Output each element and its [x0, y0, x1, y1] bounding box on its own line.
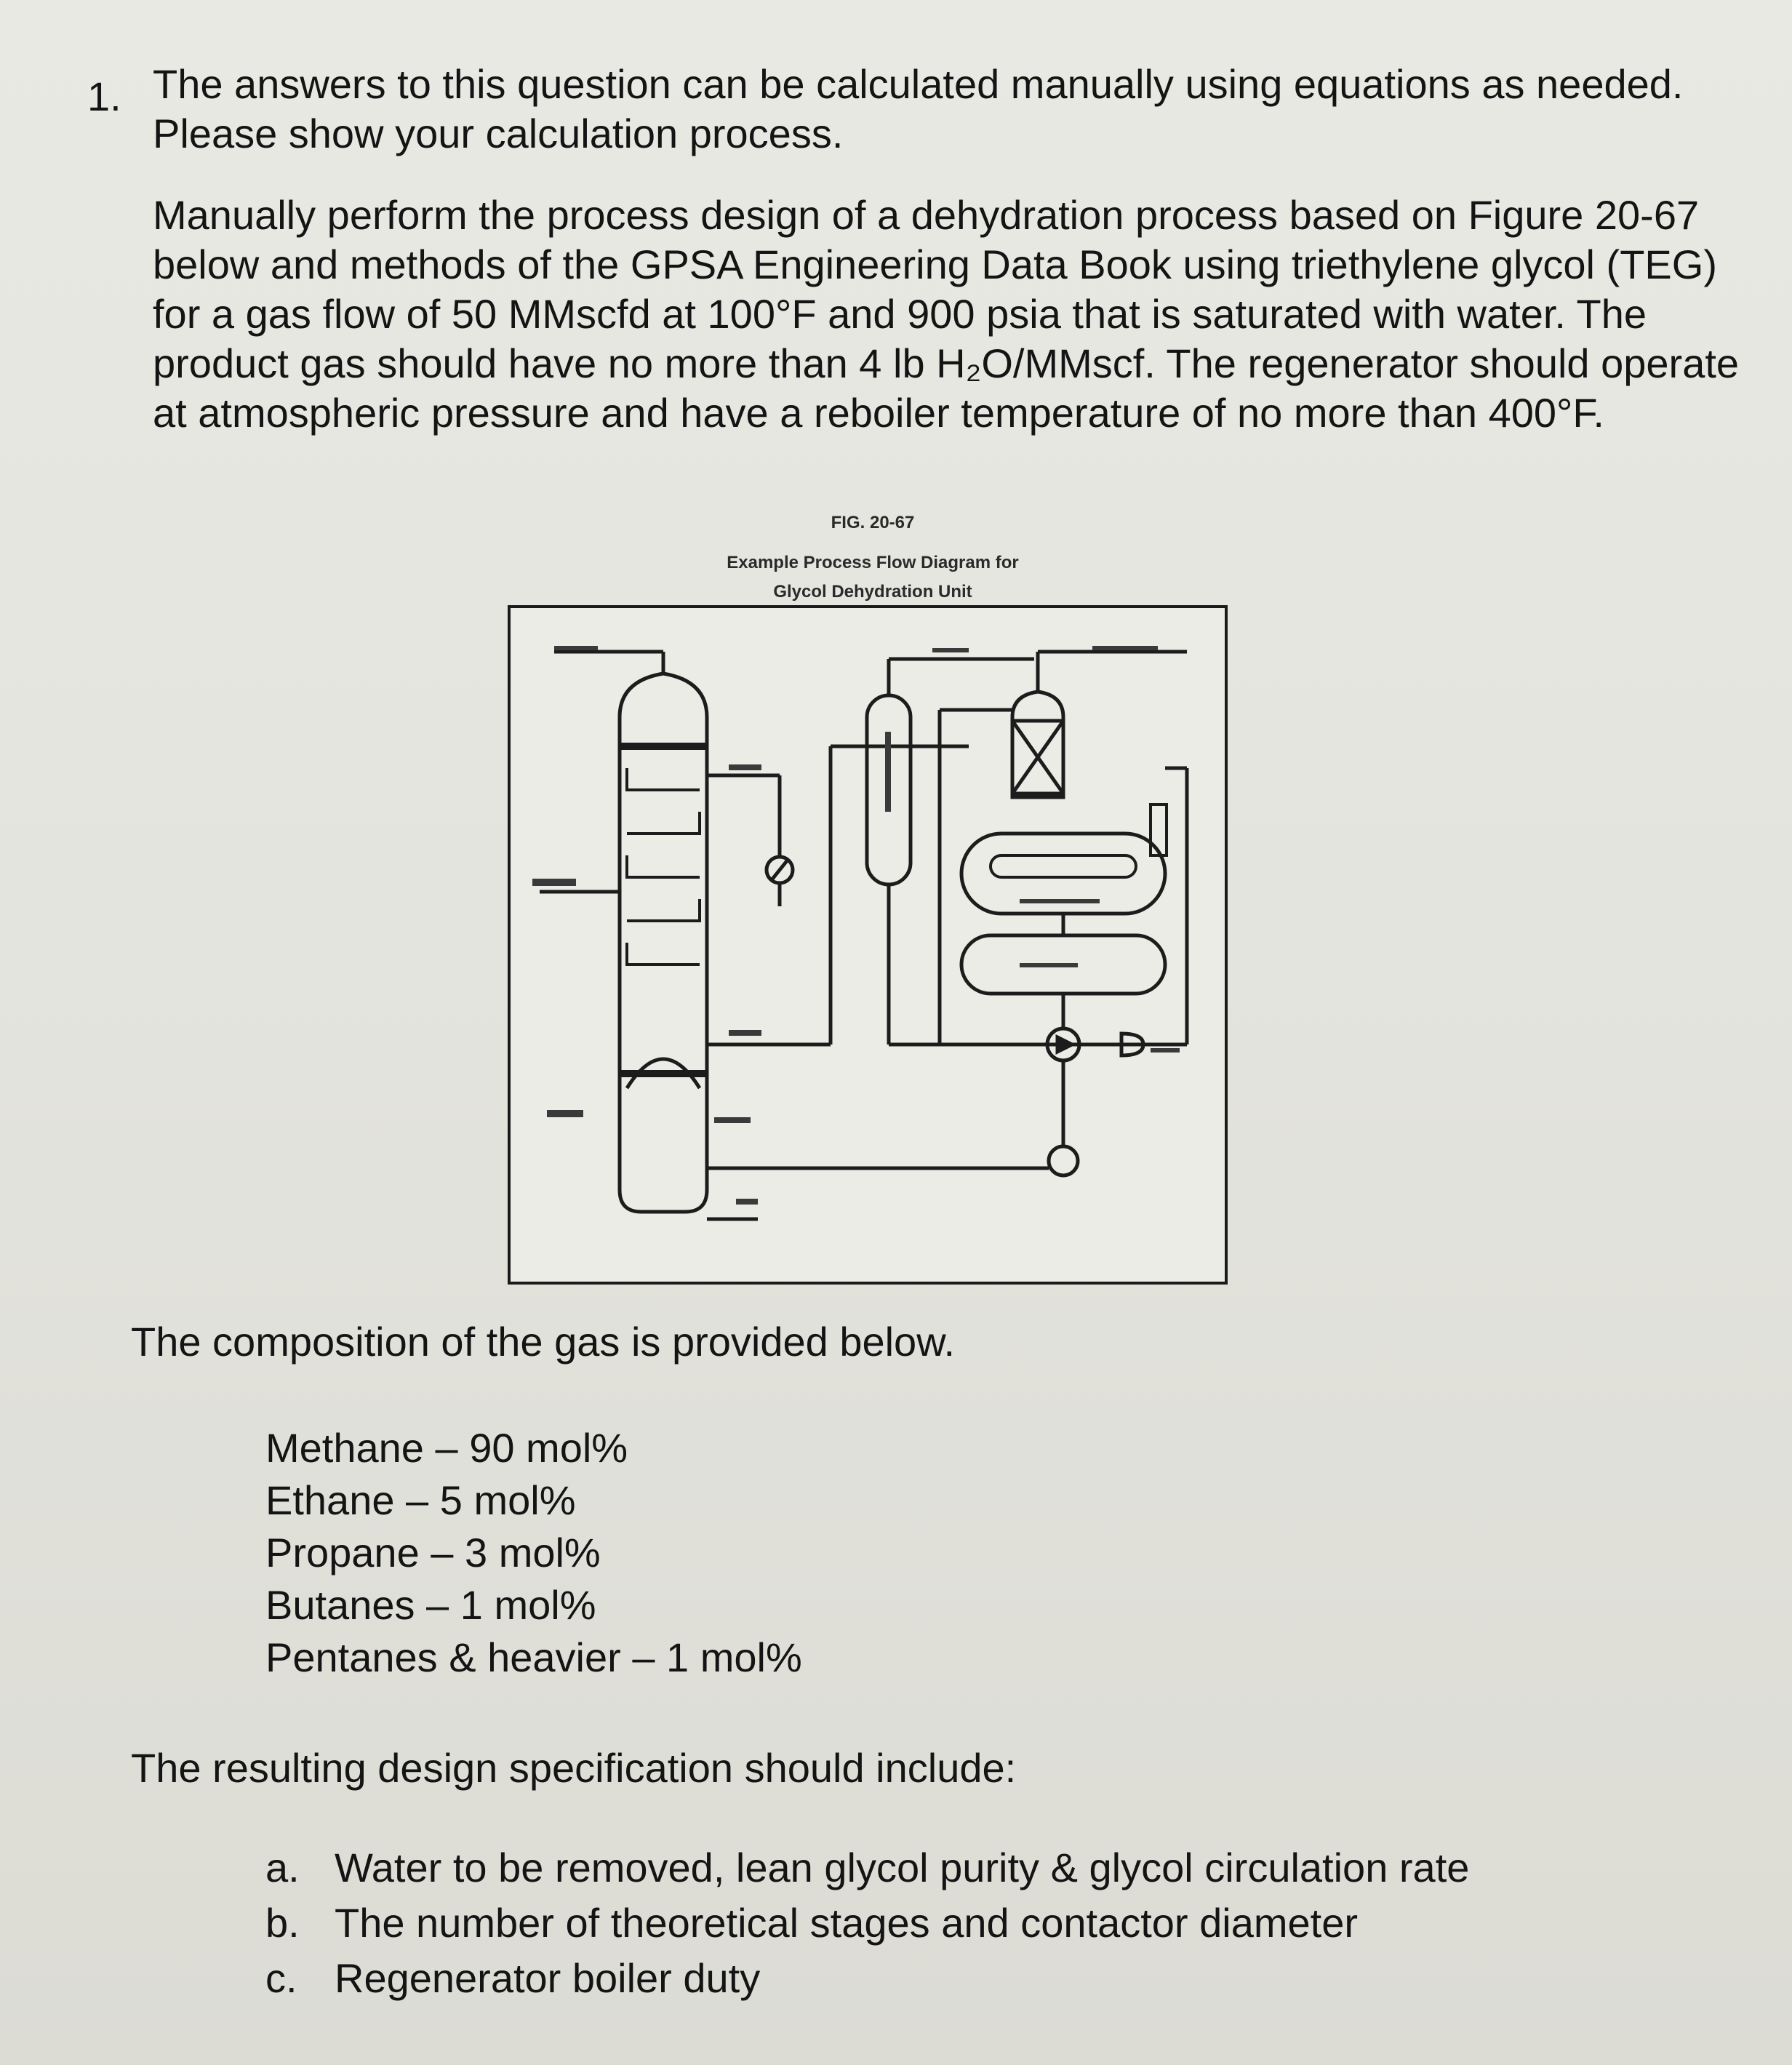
- contactor-trays: [625, 768, 701, 966]
- item-text: The number of theoretical stages and con…: [335, 1900, 1358, 1946]
- process-flow-diagram: [508, 605, 1228, 1285]
- figure-title: Example Process Flow Diagram for: [727, 553, 1019, 572]
- list-item: Propane – 3 mol%: [265, 1530, 601, 1575]
- question-task: Manually perform the process design of a…: [153, 192, 1740, 436]
- composition-heading: The composition of the gas is provided b…: [131, 1319, 956, 1365]
- item-text: Regenerator boiler duty: [335, 1955, 761, 2001]
- list-item: a. Water to be removed, lean glycol puri…: [265, 1840, 1469, 1896]
- item-text: Water to be removed, lean glycol purity …: [335, 1845, 1470, 1890]
- list-item: c. Regenerator boiler duty: [265, 1951, 1469, 2006]
- list-item: Ethane – 5 mol%: [265, 1477, 576, 1523]
- list-item: b. The number of theoretical stages and …: [265, 1896, 1469, 1951]
- list-item: Butanes – 1 mol%: [265, 1582, 596, 1628]
- inlet-scrubber: [625, 1057, 702, 1090]
- composition-list: Methane – 90 mol% Ethane – 5 mol% Propan…: [265, 1422, 802, 1684]
- flow-diagram-drawing: [532, 646, 1189, 1221]
- item-letter: a.: [265, 1845, 300, 1890]
- figure-subtitle: Glycol Dehydration Unit: [773, 582, 972, 602]
- question-number: 1.: [87, 73, 121, 119]
- figure-number: FIG. 20-67: [831, 513, 915, 532]
- list-item: Methane – 90 mol%: [265, 1425, 628, 1471]
- filter-icon: [1119, 1031, 1145, 1058]
- still-column: [1010, 690, 1065, 799]
- item-letter: b.: [265, 1900, 300, 1946]
- list-item: Pentanes & heavier – 1 mol%: [265, 1634, 802, 1680]
- specification-list: a. Water to be removed, lean glycol puri…: [265, 1840, 1469, 2006]
- contactor-column: [617, 671, 709, 1214]
- pump-icon: [1047, 1144, 1080, 1178]
- specification-heading: The resulting design specification shoul…: [131, 1745, 1017, 1791]
- question-intro: The answers to this question can be calc…: [153, 61, 1684, 156]
- item-letter: c.: [265, 1955, 297, 2001]
